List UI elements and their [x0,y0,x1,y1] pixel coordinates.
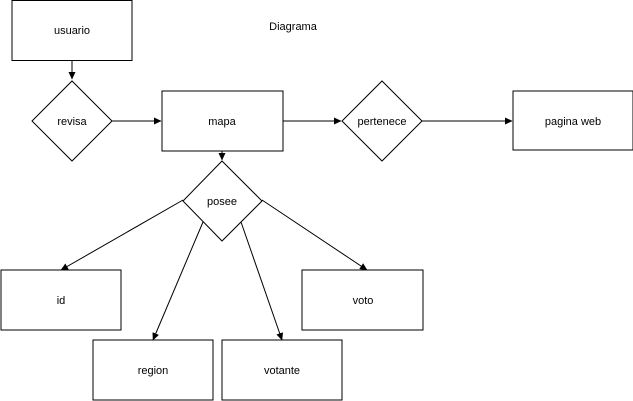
entity-usuario[interactable]: usuario [11,0,133,61]
relationship-revisa[interactable]: revisa [31,80,113,162]
relationship-pertenece-label: pertenece [358,116,407,128]
relationship-posee[interactable]: posee [182,160,263,242]
entity-voto-label: voto [353,295,374,307]
entity-id-label: id [57,295,66,307]
entity-mapa-label: mapa [208,116,236,128]
diagram-title: Diagrama [269,21,318,33]
edge-posee-votante [240,221,284,341]
entity-votante-label: votante [264,365,300,377]
edge-posee-id [60,199,184,271]
edge-posee-voto [261,199,368,271]
entity-usuario-label: usuario [54,25,90,37]
entity-pagina-web-label: pagina web [545,116,601,128]
relationship-revisa-label: revisa [57,116,87,128]
entity-votante[interactable]: votante [221,339,343,401]
entity-mapa[interactable]: mapa [161,90,284,152]
edges [60,60,513,341]
entity-region[interactable]: region [92,339,214,401]
entity-voto[interactable]: voto [301,269,424,331]
entity-pagina-web[interactable]: pagina web [512,90,633,151]
entity-region-label: region [138,365,169,377]
entity-id[interactable]: id [0,269,122,331]
edge-posee-region [152,221,204,341]
relationship-posee-label: posee [207,196,237,208]
relationship-pertenece[interactable]: pertenece [341,80,423,162]
